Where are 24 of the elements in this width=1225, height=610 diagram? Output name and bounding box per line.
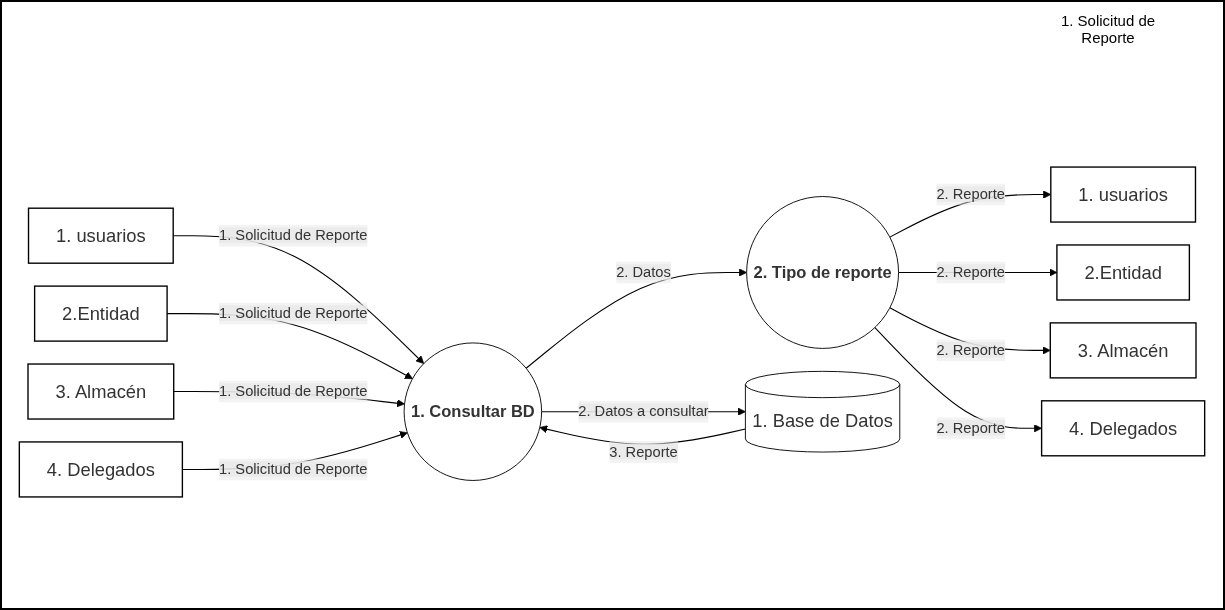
edge-label: 2. Datos [616, 264, 671, 280]
note-text: 1. Solicitud de Reporte [1059, 12, 1157, 46]
node-box: 2.Entidad [33, 285, 168, 342]
node-box: 2.Entidad [1056, 244, 1191, 301]
edge-label: 1. Solicitud de Reporte [219, 383, 368, 399]
edge-label: 2. Reporte [936, 342, 1005, 358]
arrow [525, 268, 747, 369]
edge-label: 2. Reporte [936, 420, 1005, 436]
node-box: 1. usuarios [27, 207, 174, 264]
edge-label: 3. Reporte [609, 443, 678, 460]
node-box: 3. Almacén [1049, 322, 1197, 379]
edge-label: 1. Solicitud de Reporte [219, 461, 368, 477]
edge-label: 2. Datos a consultar [578, 403, 709, 420]
node-box: 3. Almacén [27, 363, 175, 420]
node-circle: 2. Tipo de reporte [746, 196, 899, 349]
edge-label: 1. Solicitud de Reporte [219, 305, 368, 321]
edge-label: 2. Reporte [936, 264, 1005, 280]
node-box: 4. Delegados [18, 441, 184, 498]
edge-label: 1. Solicitud de Reporte [219, 227, 368, 244]
node-box: 4. Delegados [1040, 400, 1206, 457]
edge-label: 2. Reporte [936, 186, 1005, 202]
node-circle: 1. Consultar BD [403, 342, 543, 481]
node-box: 1. usuarios [1050, 166, 1197, 223]
arrow [874, 326, 1042, 433]
